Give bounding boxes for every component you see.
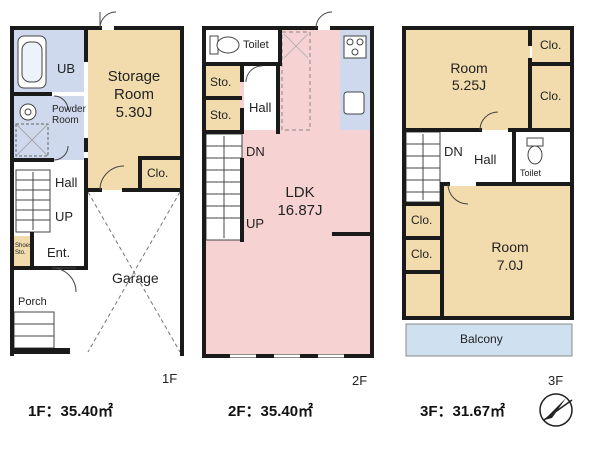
stairs-icon (205, 133, 243, 241)
stairs-icon (405, 131, 441, 203)
floor-2-plan (202, 11, 374, 358)
room-label-sto-2b: Sto. (210, 108, 232, 122)
floor-label-1f: 1F (162, 371, 178, 386)
floor-area-3f: 3F：31.67㎡ (420, 403, 506, 420)
room-label-up-1f: UP (55, 209, 74, 224)
washbasin-icon (19, 103, 37, 121)
room-label-clo-1f: Clo. (147, 166, 169, 180)
room-label-clo-3c: Clo. (411, 213, 433, 227)
room-label-storage: Storage Room 5.30J (107, 68, 161, 121)
room-label-sto-2a: Sto. (210, 75, 232, 89)
room-label-porch: Porch (18, 296, 47, 308)
room-label-toilet-3f: Toilet (520, 168, 542, 178)
entrance-floor (34, 234, 84, 268)
storage-room-floor (88, 30, 180, 190)
stove-icon (343, 35, 367, 59)
floor-area-2f: 2F：35.40㎡ (228, 403, 314, 420)
room-525-floor (406, 30, 530, 130)
room-label-toilet-2f: Toilet (243, 39, 269, 51)
room-label-room-70: Room 7.0J (491, 239, 529, 273)
room-label-powder: Powder Room (52, 104, 86, 126)
room-label-garage: Garage (112, 270, 159, 286)
clo-3d-floor (406, 240, 440, 270)
room-label-hall-3f: Hall (474, 152, 497, 167)
room-label-hall-2f: Hall (249, 100, 272, 115)
room-70-floor (442, 186, 570, 316)
room-label-up-2f: UP (246, 216, 265, 231)
shoes-storage-floor (14, 236, 32, 266)
room-label-clo-3b: Clo. (540, 89, 562, 103)
room-label-dn-3f: DN (444, 144, 463, 159)
room-label-dn-2f: DN (246, 144, 265, 159)
north-compass-icon (539, 393, 573, 427)
floor-label-3f: 3F (548, 373, 564, 388)
room-label-hall-1f: Hall (55, 175, 78, 190)
room-label-shoes: Shoes Sto. (15, 243, 33, 256)
hall-3-floor (442, 132, 514, 182)
room-label-clo-3a: Clo. (540, 38, 562, 52)
sink-icon (343, 91, 365, 115)
room-label-ub: UB (57, 61, 76, 76)
room-label-room-525: Room 5.25J (450, 60, 488, 93)
room-label-clo-3d: Clo. (411, 247, 433, 261)
floor-1-plan (10, 11, 184, 356)
floor-3-plan (402, 26, 574, 427)
bathtub-icon (17, 35, 47, 89)
clo-3b-floor (532, 66, 570, 128)
floor-label-2f: 2F (352, 373, 368, 388)
floor-area-1f: 1F：35.40㎡ (28, 403, 114, 420)
room-label-balcony: Balcony (460, 332, 503, 346)
toilet-icon (526, 137, 544, 165)
room-label-ldk: LDK 16.87J (277, 184, 323, 219)
clo-3a-floor (532, 30, 570, 64)
balcony-floor (405, 323, 573, 357)
hall-1-floor (52, 160, 88, 190)
stairs-icon (15, 169, 51, 233)
room-label-entrance: Ent. (47, 245, 71, 260)
clo-3c-floor (406, 206, 440, 236)
toilet-icon (209, 35, 240, 55)
